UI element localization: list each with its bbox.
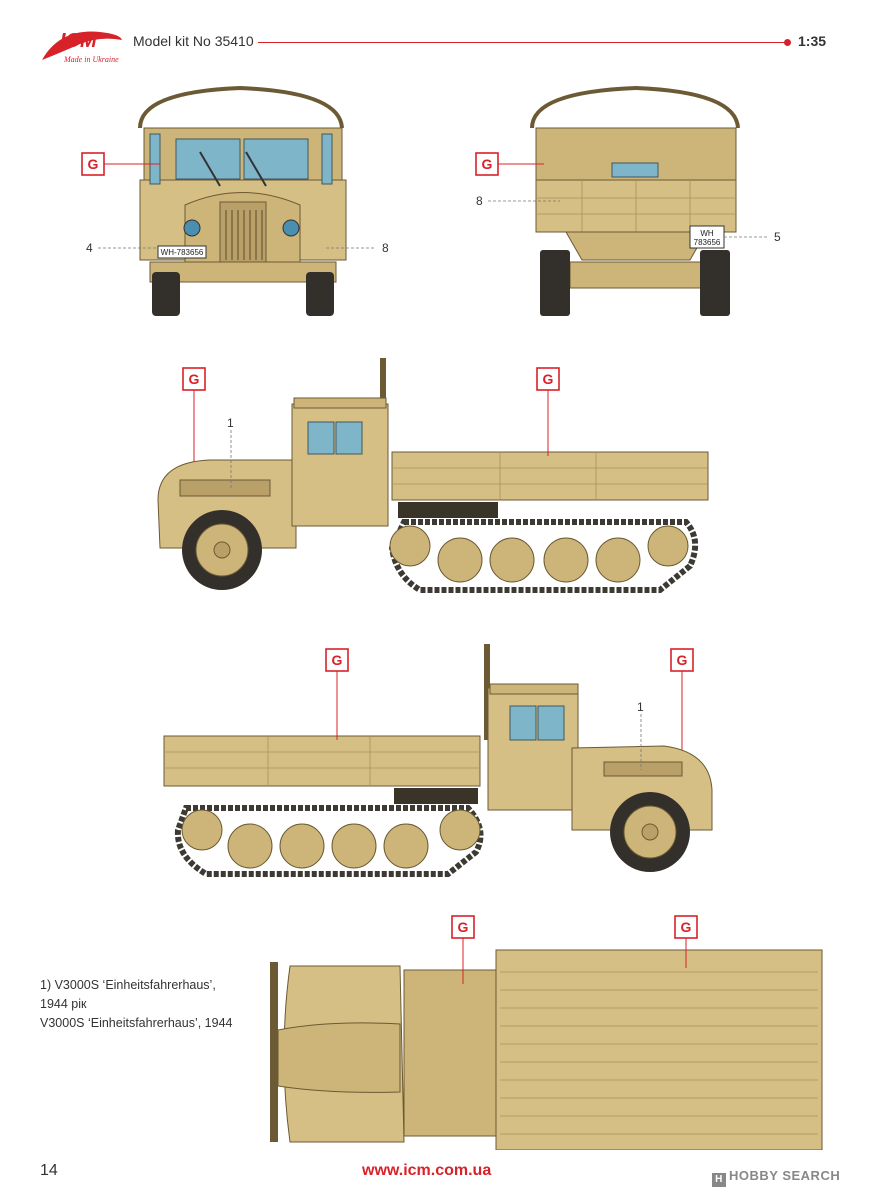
watermark-text: HOBBY SEARCH — [729, 1168, 841, 1183]
logo-text: ICM — [60, 30, 97, 52]
callout-g-right-hood: G — [677, 652, 688, 668]
callout-8-rear: 8 — [476, 194, 483, 208]
side-view-left — [157, 358, 709, 593]
callout-g-front: G — [88, 156, 99, 172]
top-view — [270, 949, 823, 1150]
callout-4: 4 — [86, 241, 93, 255]
callout-5: 5 — [774, 230, 781, 244]
caption-line-3: V3000S ‘Einheitsfahrerhaus’, 1944 — [40, 1016, 233, 1030]
vehicle-drawings: WH-783656 WH 783656 — [81, 85, 823, 1150]
rear-view: WH 783656 — [530, 85, 740, 316]
website-link[interactable]: www.icm.com.ua — [362, 1162, 492, 1179]
variant-caption: 1) V3000S ‘Einheitsfahrerhaus’, 1944 рік… — [40, 976, 233, 1033]
callout-g-top-cab: G — [458, 919, 469, 935]
scale-label: 1:35 — [798, 33, 827, 49]
watermark-icon: H — [712, 1173, 726, 1187]
callout-g-top-bed: G — [681, 919, 692, 935]
callout-8-front: 8 — [382, 241, 389, 255]
callout-g-right-bed: G — [332, 652, 343, 668]
header-rule-dot — [784, 39, 791, 46]
page-header: ICM Made in Ukraine Model kit No 35410 1… — [0, 0, 869, 70]
rear-plate-bottom: 783656 — [694, 238, 721, 247]
callout-g-rear: G — [482, 156, 493, 172]
logo-tagline: Made in Ukraine — [64, 55, 119, 64]
callout-1-left: 1 — [227, 416, 234, 430]
callout-g-left-bed: G — [543, 371, 554, 387]
icm-logo — [42, 31, 122, 60]
caption-line-1: 1) V3000S ‘Einheitsfahrerhaus’, — [40, 978, 216, 992]
kit-number: Model kit No 35410 — [133, 33, 254, 49]
side-view-right — [163, 644, 713, 877]
page-number: 14 — [40, 1162, 58, 1179]
header-rule — [258, 42, 788, 43]
rear-plate-top: WH — [700, 229, 714, 238]
front-view: WH-783656 — [138, 85, 347, 316]
callouts: G G G G G G G G 4 8 8 5 — [81, 152, 781, 984]
callout-g-left-hood: G — [189, 371, 200, 387]
front-plate: WH-783656 — [161, 248, 204, 257]
caption-line-2: 1944 рік — [40, 997, 87, 1011]
callout-1-right: 1 — [637, 700, 644, 714]
